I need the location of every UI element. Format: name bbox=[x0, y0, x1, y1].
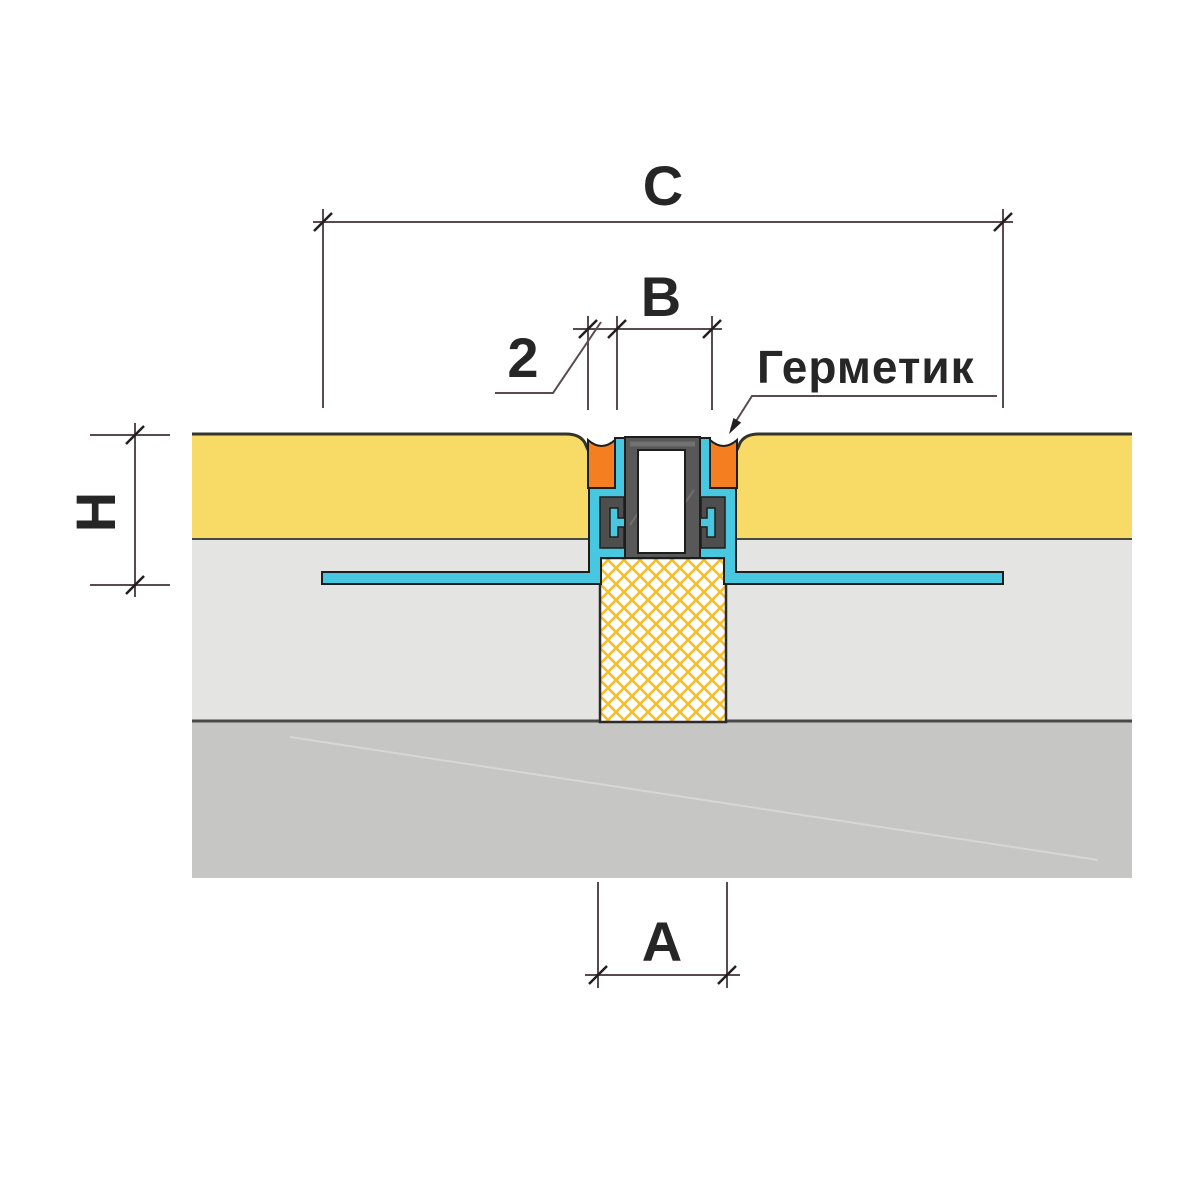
gap-width-label: 2 bbox=[507, 326, 538, 389]
tick-h-top bbox=[125, 425, 145, 445]
joint-filler bbox=[598, 556, 728, 724]
tick-c-left bbox=[313, 212, 333, 232]
sealant-bead-right bbox=[709, 437, 738, 489]
sealant-leader-arrowhead bbox=[729, 418, 742, 434]
tick-b-right bbox=[702, 319, 722, 339]
dim-c-label: C bbox=[643, 154, 683, 217]
dim-a-label: A bbox=[642, 910, 682, 973]
dim-b-label: B bbox=[641, 265, 681, 328]
dimension-ticks bbox=[125, 212, 1013, 985]
dim-h-label: H bbox=[64, 492, 127, 532]
screed-layer-left bbox=[192, 433, 588, 540]
base-texture-line bbox=[289, 736, 1099, 861]
surface-line-right bbox=[735, 432, 1132, 451]
tick-h-bottom bbox=[125, 575, 145, 595]
dimension-labels: C B 2 A H Герметик bbox=[64, 154, 975, 973]
sealant-label: Герметик bbox=[757, 341, 975, 393]
tick-a-right bbox=[717, 965, 737, 985]
gap-leader-line bbox=[495, 321, 602, 394]
tick-c-right bbox=[993, 212, 1013, 232]
movement-slot bbox=[637, 449, 686, 554]
base-layer bbox=[192, 722, 1132, 878]
surface-line-left bbox=[192, 432, 590, 451]
tick-gap-left bbox=[578, 319, 598, 339]
sealant-leader-line bbox=[730, 395, 997, 430]
tick-a-left bbox=[588, 965, 608, 985]
tick-b-left bbox=[607, 319, 627, 339]
dimension-lines bbox=[90, 209, 1013, 988]
screed-layer-right bbox=[737, 433, 1132, 540]
profile-center-body bbox=[624, 436, 701, 559]
joint-filler-hatch bbox=[598, 556, 728, 724]
sealant-bead-left bbox=[587, 437, 616, 489]
